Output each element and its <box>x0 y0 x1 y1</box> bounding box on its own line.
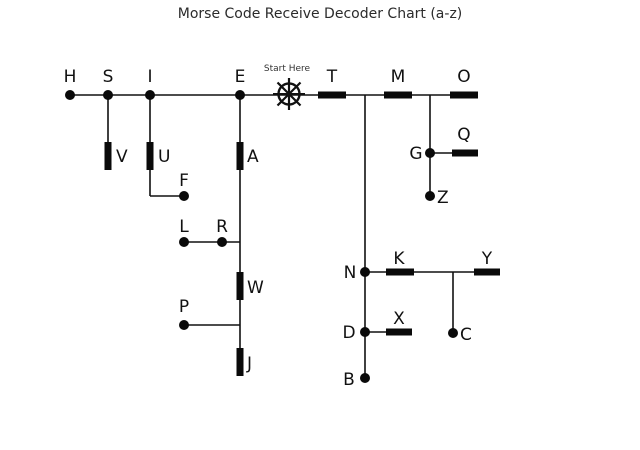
node-k-dash-mark <box>386 268 414 276</box>
node-s-label: S <box>103 67 114 87</box>
node-n-dot-mark <box>360 267 370 277</box>
node-h-dot-mark <box>65 90 75 100</box>
node-o-label: O <box>457 67 470 87</box>
node-m-label: M <box>391 67 406 87</box>
node-e-label: E <box>235 67 246 87</box>
node-h-label: H <box>64 67 77 87</box>
letter-labels: E T I A N M S U R W D K G O H V F L P J B X C Y Z Q <box>64 67 493 390</box>
node-c-dot-mark <box>448 328 458 338</box>
node-t-label: T <box>326 67 338 87</box>
node-l-label: L <box>179 217 189 237</box>
node-s-dot-mark <box>103 90 113 100</box>
node-w-label: W <box>247 278 264 298</box>
node-f-dot-mark <box>179 191 189 201</box>
node-p-dot-mark <box>179 320 189 330</box>
node-v-dash-mark <box>104 142 112 170</box>
node-l-dot-mark <box>179 237 189 247</box>
node-z-dot-mark <box>425 191 435 201</box>
node-j-dash-mark <box>236 348 244 376</box>
node-r-dot-mark <box>217 237 227 247</box>
node-y-label: Y <box>481 249 493 269</box>
node-d-dot-mark <box>360 327 370 337</box>
node-y-dash-mark <box>474 268 500 276</box>
node-z-label: Z <box>437 188 449 208</box>
node-i-label: I <box>147 67 152 87</box>
chart-title: Morse Code Receive Decoder Chart (a-z) <box>177 6 463 22</box>
symbol-marks <box>65 90 500 383</box>
node-f-label: F <box>179 171 189 191</box>
node-w-dash-mark <box>236 272 244 300</box>
node-g-label: G <box>409 144 422 164</box>
node-o-dash-mark <box>450 91 478 99</box>
node-j-label: J <box>246 354 252 374</box>
node-x-label: X <box>393 309 405 329</box>
node-a-label: A <box>247 147 259 167</box>
node-q-label: Q <box>457 125 470 145</box>
node-u-label: U <box>158 147 170 167</box>
node-n-label: N <box>344 263 357 283</box>
node-d-label: D <box>342 323 355 343</box>
start-here-label: Start Here <box>264 64 311 74</box>
node-i-dot-mark <box>145 90 155 100</box>
node-t-dash-mark <box>318 91 346 99</box>
node-a-dash-mark <box>236 142 244 170</box>
start-node: Start Here <box>264 64 311 110</box>
node-r-label: R <box>216 217 228 237</box>
node-m-dash-mark <box>384 91 412 99</box>
node-p-label: P <box>179 297 189 317</box>
node-b-label: B <box>343 370 355 390</box>
node-u-dash-mark <box>146 142 154 170</box>
node-x-dash-mark <box>386 328 412 336</box>
node-b-dot-mark <box>360 373 370 383</box>
node-e-dot-mark <box>235 90 245 100</box>
node-q-dash-mark <box>452 149 478 157</box>
node-v-label: V <box>116 147 128 167</box>
ship-wheel-icon <box>273 78 305 110</box>
node-k-label: K <box>393 249 405 269</box>
node-c-label: C <box>460 325 472 345</box>
connector-lines <box>70 94 500 378</box>
node-g-dot-mark <box>425 148 435 158</box>
